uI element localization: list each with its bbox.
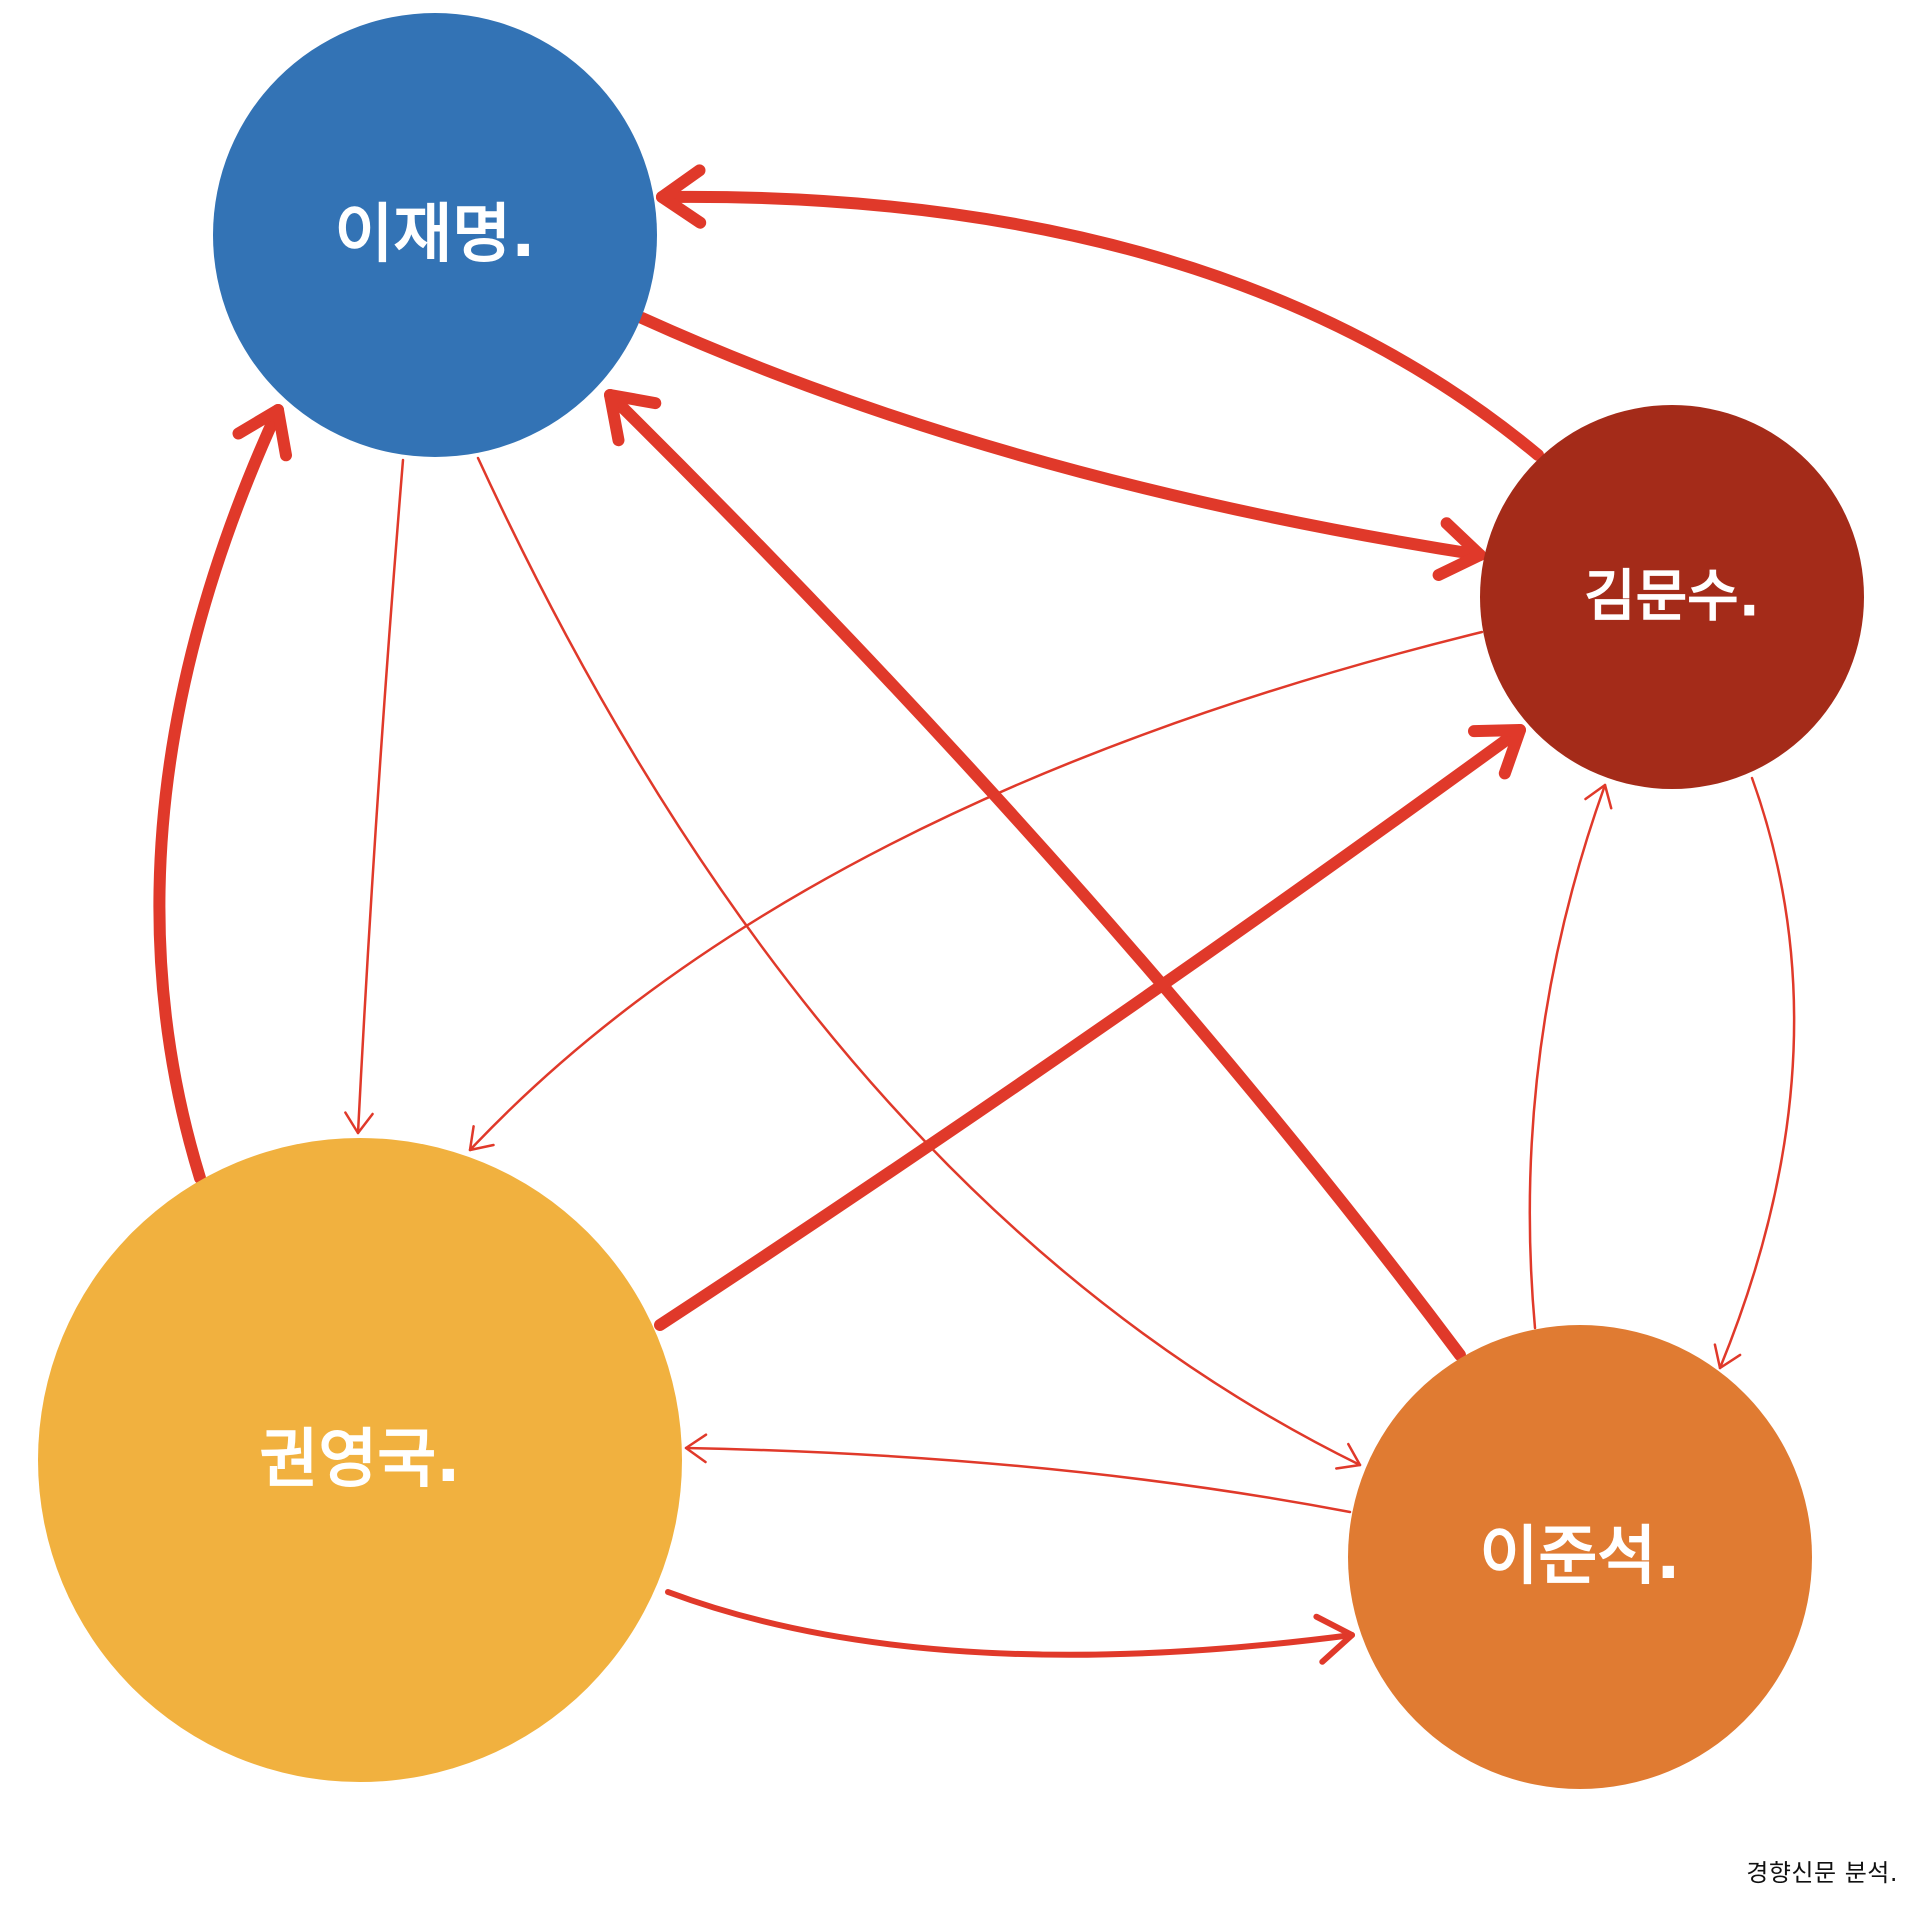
edge-lee-jaemyung-to-kim-moonsoo bbox=[636, 312, 1486, 561]
node-lee-jaemyung: 이재명. bbox=[213, 13, 657, 457]
source-credit: 경향신문 분석. bbox=[1746, 1859, 1898, 1887]
node-label-kim-moonsoo: 김문수. bbox=[1584, 565, 1760, 630]
edge-lee-junseok-to-kim-moonsoo bbox=[1528, 783, 1607, 1330]
node-kwon-youngguk: 권영국. bbox=[38, 1138, 682, 1782]
node-label-lee-jaemyung: 이재명. bbox=[335, 198, 536, 272]
arrowhead-lee-junseok-to-kwon-youngguk bbox=[684, 1433, 708, 1464]
edge-kwon-youngguk-to-lee-junseok bbox=[665, 1589, 1355, 1658]
arrowhead-kwon-youngguk-to-lee-jaemyung bbox=[232, 404, 292, 462]
arrowhead-lee-jaemyung-to-kwon-youngguk bbox=[344, 1111, 374, 1135]
arrowhead-kwon-youngguk-to-kim-moonsoo bbox=[1468, 724, 1526, 780]
arrowhead-lee-jaemyung-to-lee-junseok bbox=[1335, 1442, 1362, 1470]
node-lee-junseok: 이준석. bbox=[1348, 1325, 1812, 1789]
arrowhead-kim-moonsoo-to-lee-junseok bbox=[1713, 1343, 1742, 1370]
edge-kim-moonsoo-to-kwon-youngguk bbox=[468, 630, 1484, 1152]
node-label-lee-junseok: 이준석. bbox=[1480, 1520, 1681, 1594]
node-circle-lee-junseok bbox=[1348, 1325, 1812, 1789]
arrowhead-kim-moonsoo-to-lee-jaemyung bbox=[656, 164, 707, 229]
node-kim-moonsoo: 김문수. bbox=[1480, 405, 1864, 789]
node-circle-kwon-youngguk bbox=[38, 1138, 682, 1782]
edge-kwon-youngguk-to-kim-moonsoo bbox=[654, 724, 1526, 1331]
arrowhead-lee-junseok-to-lee-jaemyung bbox=[604, 389, 662, 447]
edges-layer bbox=[153, 164, 1796, 1665]
edge-kim-moonsoo-to-lee-junseok bbox=[1718, 776, 1796, 1370]
arrowhead-lee-junseok-to-kim-moonsoo bbox=[1584, 783, 1613, 810]
edge-kim-moonsoo-to-lee-jaemyung bbox=[656, 190, 1544, 461]
edge-lee-junseok-to-lee-jaemyung bbox=[604, 389, 1466, 1361]
node-circle-kim-moonsoo bbox=[1480, 405, 1864, 789]
arrowhead-kim-moonsoo-to-kwon-youngguk bbox=[468, 1125, 495, 1152]
edge-kwon-youngguk-to-lee-jaemyung bbox=[153, 404, 284, 1184]
node-label-kwon-youngguk: 권영국. bbox=[260, 1423, 461, 1497]
arrowhead-lee-jaemyung-to-kim-moonsoo bbox=[1432, 517, 1486, 581]
nodes-layer: 이재명. 김문수. 권영국. 이준석. bbox=[38, 13, 1864, 1789]
edge-lee-jaemyung-to-lee-junseok bbox=[476, 456, 1362, 1467]
arrowhead-kwon-youngguk-to-lee-junseok bbox=[1313, 1613, 1355, 1665]
node-circle-lee-jaemyung bbox=[213, 13, 657, 457]
edge-lee-jaemyung-to-kwon-youngguk bbox=[356, 458, 405, 1135]
edge-lee-junseok-to-kwon-youngguk bbox=[684, 1446, 1352, 1514]
